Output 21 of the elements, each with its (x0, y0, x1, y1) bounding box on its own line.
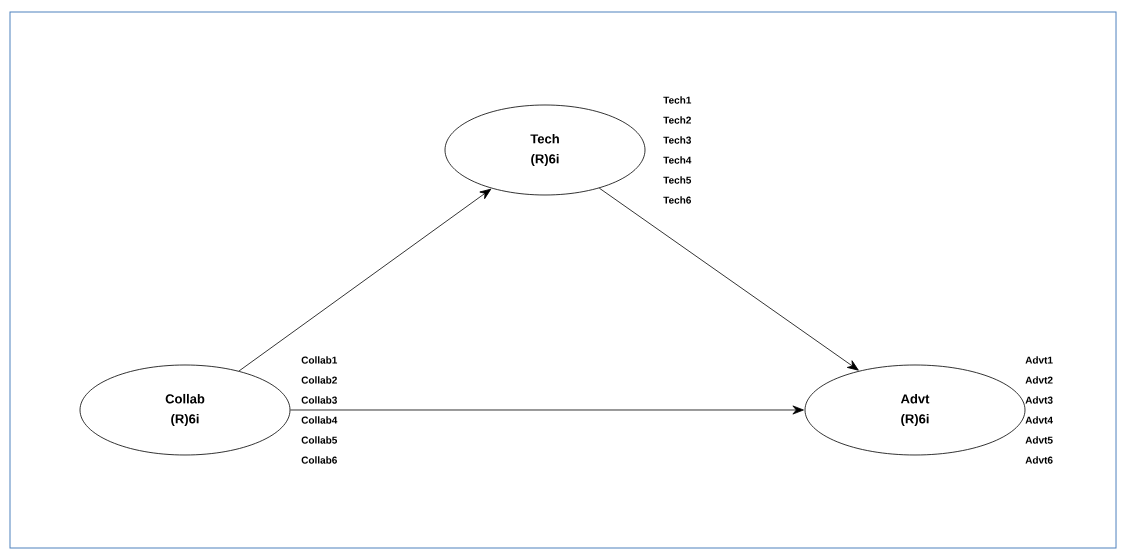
indicator-label: Advt5 (1025, 436, 1053, 444)
indicator-label: Collab2 (301, 376, 337, 384)
indicator-label: Tech2 (663, 116, 691, 124)
indicator-label: Advt6 (1025, 456, 1053, 464)
indicator-label: Advt1 (1025, 356, 1053, 364)
indicator-label: Collab6 (301, 456, 337, 464)
arrow (238, 188, 492, 372)
indicator-label: Tech1 (663, 96, 692, 104)
indicator-label: Tech3 (663, 136, 691, 144)
indicator-label: Tech5 (663, 176, 692, 184)
indicator-label: Tech4 (663, 156, 692, 164)
indicator-label: Advt2 (1025, 376, 1053, 384)
indicator-label: Collab1 (301, 356, 338, 364)
indicator-label: Collab3 (301, 396, 337, 404)
indicator-label: Advt4 (1025, 416, 1053, 424)
indicator-label: Advt3 (1025, 396, 1053, 404)
indicator-label: Tech6 (663, 196, 691, 204)
indicator-label: Collab4 (301, 416, 338, 424)
indicator-label: Collab5 (301, 436, 338, 444)
arrow (598, 187, 859, 371)
arrow (290, 405, 804, 415)
